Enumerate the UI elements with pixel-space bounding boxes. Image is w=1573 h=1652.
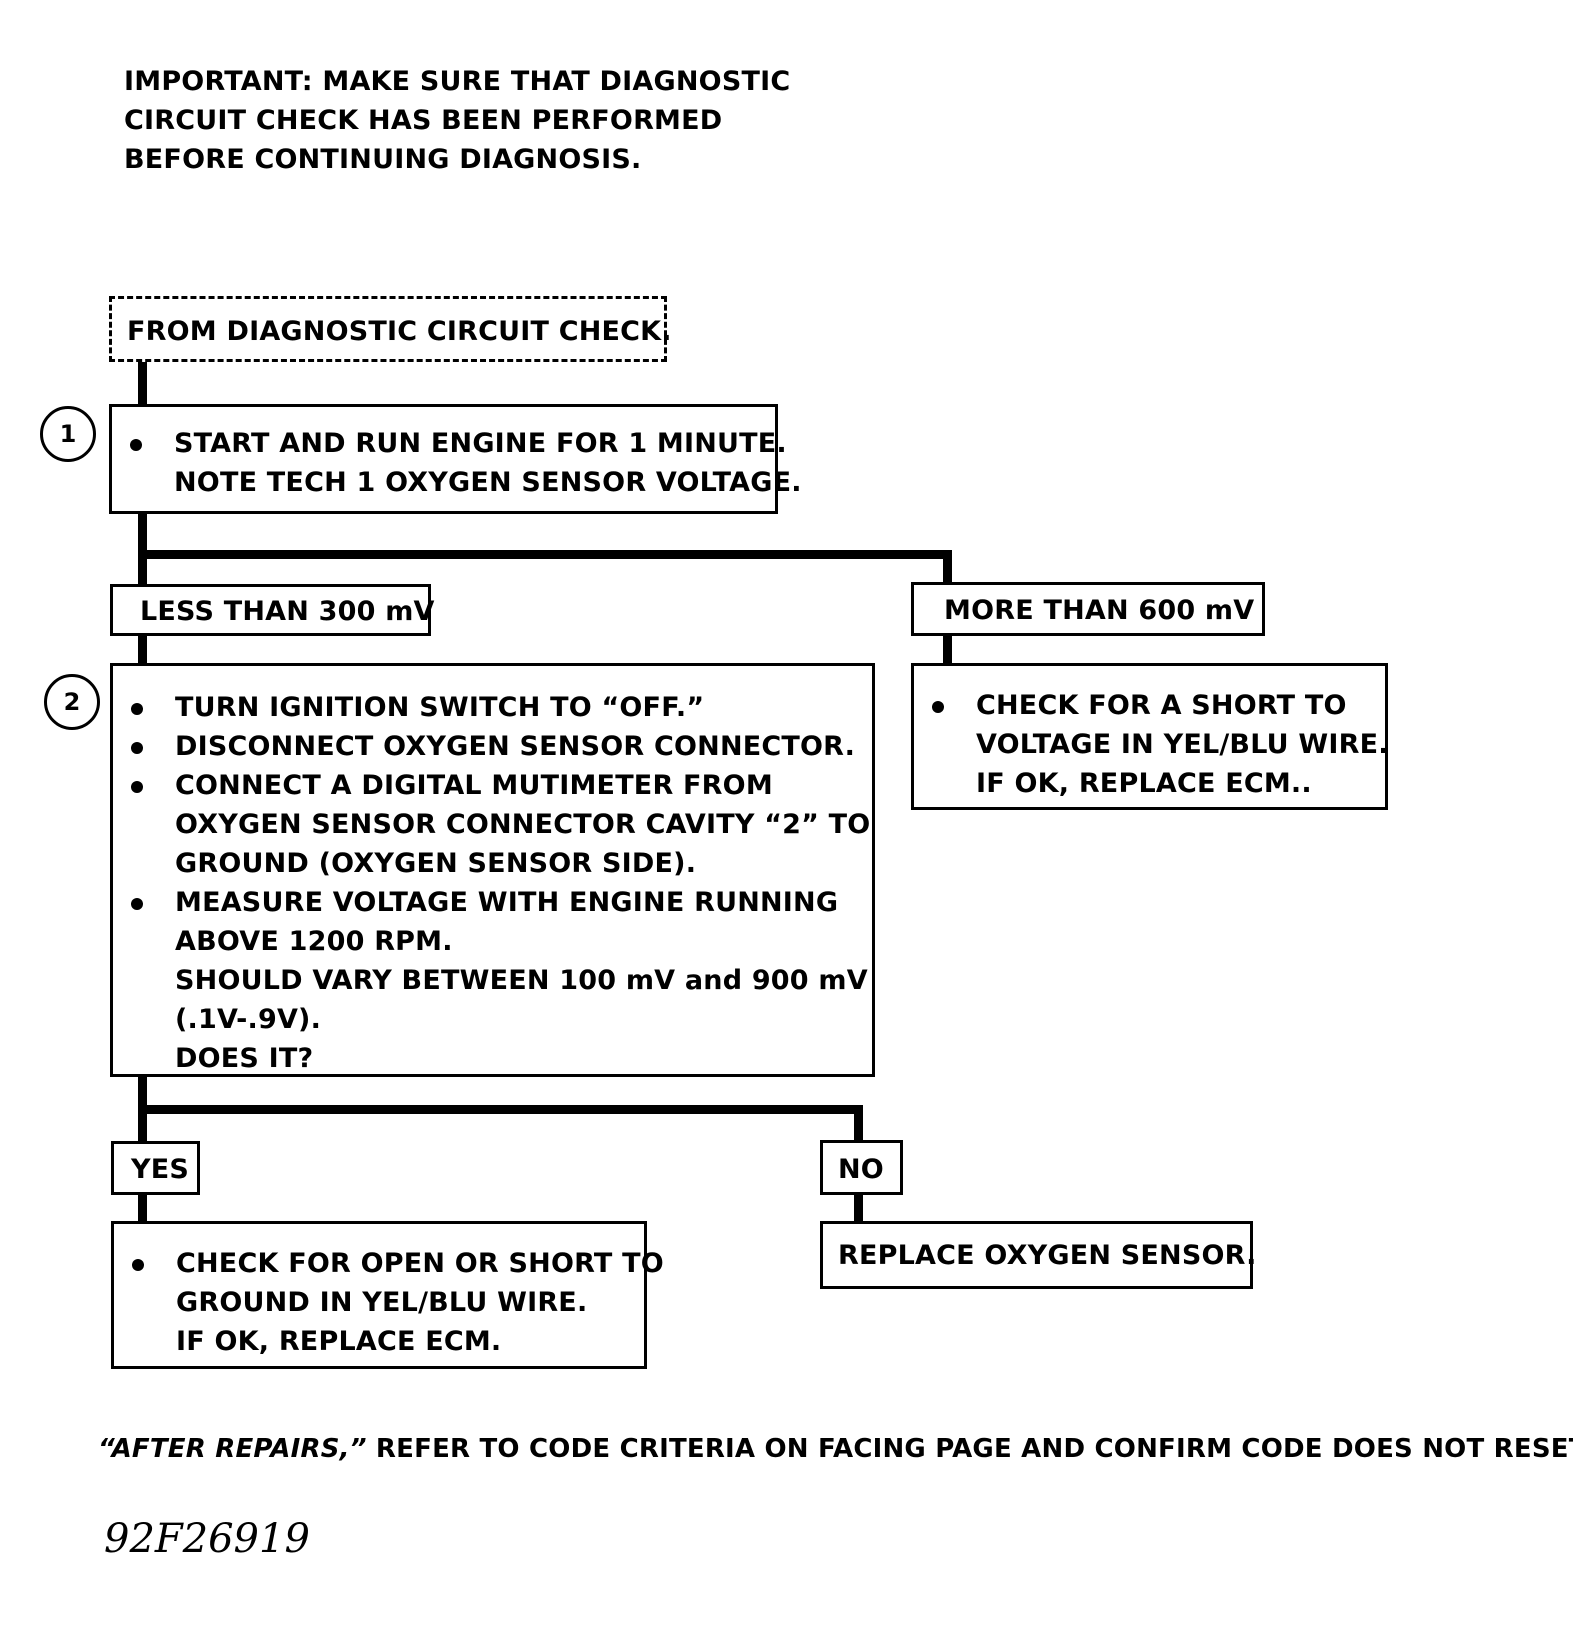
connector-line [854,1194,863,1224]
step1-line: START AND RUN ENGINE FOR 1 MINUTE. [174,428,787,459]
connector-line [138,360,147,406]
no-result-box: REPLACE OXYGEN SENSOR. [820,1221,1256,1289]
important-note: IMPORTANT: MAKE SURE THAT DIAGNOSTIC CIR… [124,62,790,179]
start-box: FROM DIAGNOSTIC CIRCUIT CHECK. [109,296,672,362]
bullet-icon [132,1259,144,1271]
important-note-line: IMPORTANT: MAKE SURE THAT DIAGNOSTIC [124,66,791,97]
bullet-icon [131,781,143,793]
branch-low-text: LESS THAN 300 mV [140,596,435,627]
important-note-line: CIRCUIT CHECK HAS BEEN PERFORMED [124,105,723,136]
connector-line [943,550,952,585]
step2-line: (.1V-.9V). [175,1004,322,1035]
connector-line [943,634,952,664]
step1-line: NOTE TECH 1 OXYGEN SENSOR VOLTAGE. [174,467,802,498]
high-result-box: CHECK FOR A SHORT TO VOLTAGE IN YEL/BLU … [911,663,1389,810]
yes-result-line: CHECK FOR OPEN OR SHORT TO [176,1248,664,1279]
yes-result-line: GROUND IN YEL/BLU WIRE. [176,1287,588,1318]
step2-box: TURN IGNITION SWITCH TO “OFF.” DISCONNEC… [110,663,875,1077]
figure-id: 92F26919 [104,1516,310,1562]
yes-label: YES [111,1141,200,1195]
bullet-icon [130,439,142,451]
step2-line: MEASURE VOLTAGE WITH ENGINE RUNNING [175,887,839,918]
step2-line: DISCONNECT OXYGEN SENSOR CONNECTOR. [175,731,856,762]
yes-result-box: CHECK FOR OPEN OR SHORT TO GROUND IN YEL… [111,1221,664,1369]
footer-emphasis: “AFTER REPAIRS,” [98,1434,367,1464]
footer-text: REFER TO CODE CRITERIA ON FACING PAGE AN… [366,1434,1573,1464]
high-result-line: CHECK FOR A SHORT TO [976,690,1347,721]
important-note-line: BEFORE CONTINUING DIAGNOSIS. [124,144,642,175]
no-label: NO [820,1140,903,1195]
step1-number-circle: 1 [40,406,96,462]
connector-line [138,511,147,587]
yes-text: YES [131,1154,190,1185]
bullet-icon [131,742,143,754]
connector-line [138,634,147,664]
high-result-line: IF OK, REPLACE ECM.. [976,768,1312,799]
step2-line: TURN IGNITION SWITCH TO “OFF.” [175,692,705,723]
footer-note: “AFTER REPAIRS,” REFER TO CODE CRITERIA … [98,1430,1573,1469]
step2-number-circle: 2 [44,674,100,730]
step2-number: 2 [63,688,81,716]
bullet-icon [932,701,944,713]
connector-line [138,550,952,559]
high-result-line: VOLTAGE IN YEL/BLU WIRE. [976,729,1389,760]
start-box-label: FROM DIAGNOSTIC CIRCUIT CHECK. [127,316,672,347]
step2-line: OXYGEN SENSOR CONNECTOR CAVITY “2” TO [175,809,871,840]
step1-box: START AND RUN ENGINE FOR 1 MINUTE. NOTE … [109,404,802,514]
step2-line: GROUND (OXYGEN SENSOR SIDE). [175,848,697,879]
step2-line: CONNECT A DIGITAL MUTIMETER FROM [175,770,773,801]
connector-line [854,1105,863,1141]
step1-number: 1 [59,420,77,448]
no-text: NO [838,1154,884,1185]
bullet-icon [131,898,143,910]
no-result-text: REPLACE OXYGEN SENSOR. [838,1240,1257,1271]
connector-line [138,1105,863,1114]
branch-high-text: MORE THAN 600 mV [944,595,1255,626]
step2-line: SHOULD VARY BETWEEN 100 mV and 900 mV [175,965,868,996]
branch-high-label: MORE THAN 600 mV [911,582,1265,636]
bullet-icon [131,703,143,715]
connector-line [138,1194,147,1224]
yes-result-line: IF OK, REPLACE ECM. [176,1326,502,1357]
step2-line: ABOVE 1200 RPM. [175,926,453,957]
branch-low-label: LESS THAN 300 mV [110,584,434,636]
step2-line: DOES IT? [175,1043,314,1074]
